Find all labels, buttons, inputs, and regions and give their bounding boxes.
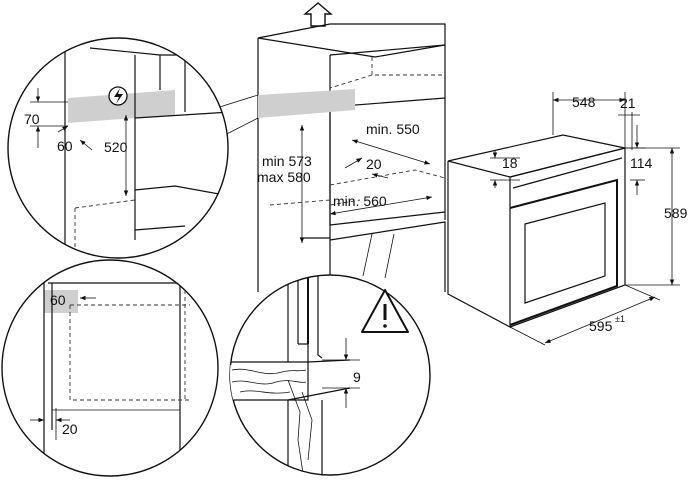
cabinet-dimensions: min. 550 20 min. 560 min 573 max 580 [257, 121, 433, 243]
oven-dimensions: 548 21 18 114 589 595 ±1 [490, 92, 688, 346]
max-580-label: max 580 [257, 169, 311, 185]
min-573-label: min 573 [262, 153, 312, 169]
height-520-label: 520 [104, 139, 128, 155]
height-114-label: 114 [630, 155, 653, 171]
warning-triangle-icon [361, 289, 409, 333]
clearance-60-label: 60 [57, 138, 73, 154]
up-arrow-icon [303, 2, 333, 27]
gap-20-label: 20 [62, 421, 78, 437]
oven-appliance [447, 134, 626, 328]
depth-20-label: 20 [366, 156, 382, 172]
depth-548-label: 548 [572, 94, 596, 110]
clearance-60-bottom-label: 60 [50, 292, 66, 308]
detail-circle-side-clearance: 60 20 [1, 259, 219, 477]
detail-circle-cable-zone: 70 60 520 [7, 37, 259, 259]
height-589-label: 589 [664, 205, 688, 221]
gap-9-label: 9 [353, 369, 361, 385]
min-550-label: min. 550 [366, 121, 420, 137]
clearance-70-label: 70 [24, 111, 40, 127]
min-560-label: min. 560 [333, 193, 387, 209]
depth-21-label: 21 [620, 95, 636, 111]
width-595-label: 595 [589, 318, 613, 334]
height-18-label: 18 [502, 155, 518, 171]
electrical-hazard-icon [108, 86, 128, 106]
width-595-tolerance: ±1 [615, 314, 625, 324]
detail-circle-gap-warning: 9 [229, 233, 431, 476]
